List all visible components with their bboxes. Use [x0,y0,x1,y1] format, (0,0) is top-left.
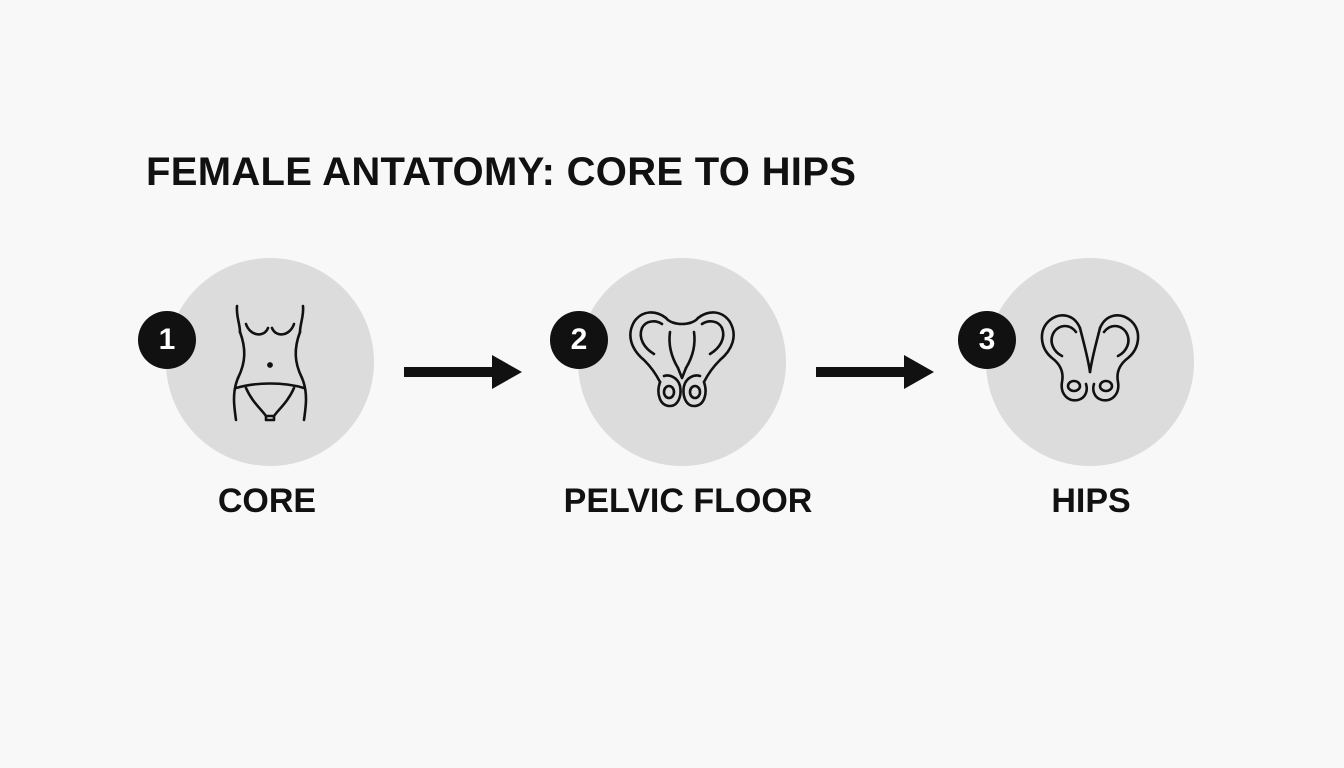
diagram-title: FEMALE ANTATOMY: CORE TO HIPS [146,150,857,194]
step-2-label: PELVIC FLOOR [563,482,813,520]
step-1-label: CORE [217,482,317,520]
right-arrow-icon [404,352,524,392]
step-2-circle [578,258,786,466]
step-3-label: HIPS [1051,482,1131,520]
hip-bones-icon [1030,302,1150,422]
female-torso-icon [210,302,330,422]
pelvis-front-icon [622,302,742,422]
step-1-badge: 1 [138,311,196,369]
step-1-circle [166,258,374,466]
step-2-badge: 2 [550,311,608,369]
right-arrow-icon [816,352,936,392]
step-3-badge: 3 [958,311,1016,369]
step-3-circle [986,258,1194,466]
